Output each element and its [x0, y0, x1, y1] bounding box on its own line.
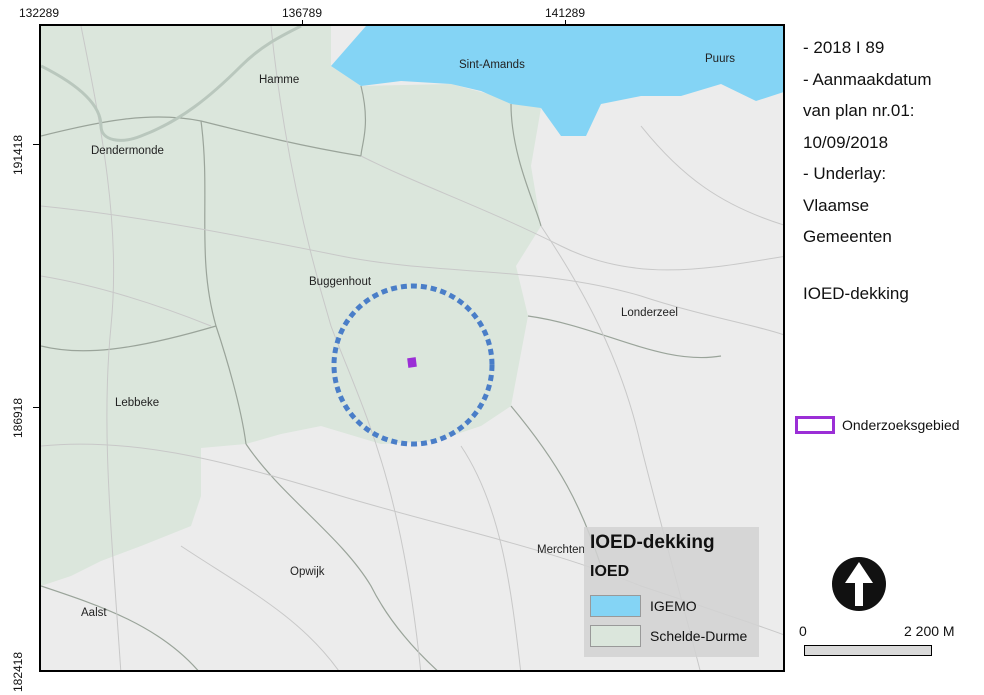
x-tick-label: 132289: [18, 6, 60, 20]
north-arrow-icon: [832, 557, 886, 611]
place-label: Aalst: [81, 607, 107, 619]
info-line: - Underlay:: [803, 164, 887, 183]
legend-subtitle: IOED: [590, 563, 630, 580]
info-line: - Aanmaakdatum: [803, 69, 932, 89]
place-label: Hamme: [259, 74, 300, 86]
ioed-coverage-title: IOED-dekking: [803, 284, 909, 303]
legend-swatch: [590, 595, 641, 617]
research-area-legend: Onderzoeksgebied: [795, 416, 960, 434]
info-line: 10/09/2018: [803, 132, 889, 152]
research-area-swatch: [795, 416, 835, 434]
place-label: Sint-Amands: [459, 59, 525, 71]
info-line: Gemeenten: [803, 227, 892, 246]
info-line: van plan nr.01:: [803, 101, 915, 120]
igemo-region: [331, 26, 783, 136]
place-label: Puurs: [705, 53, 736, 65]
buffer-circle: [331, 283, 495, 447]
x-tick-mark: [302, 20, 303, 26]
legend-item-label: IGEMO: [650, 598, 697, 614]
y-tick-label: 182418: [11, 651, 25, 693]
y-tick-label: 186918: [11, 397, 25, 439]
map-canvas: [41, 26, 783, 670]
y-tick-mark: [33, 144, 39, 145]
place-label: Buggenhout: [309, 276, 372, 288]
info-line: - 2018 I 89: [803, 38, 885, 57]
x-tick-label: 141289: [544, 6, 586, 20]
place-label: Merchten: [537, 544, 585, 556]
research-area-polygon: [407, 357, 417, 368]
place-label: Londerzeel: [621, 307, 678, 319]
y-tick-label: 191418: [11, 134, 25, 176]
x-tick-mark: [565, 20, 566, 26]
info-line: Vlaamse: [803, 195, 870, 215]
research-area-label: Onderzoeksgebied: [842, 417, 960, 433]
legend-title: IOED-dekking: [590, 532, 715, 553]
legend-item-label: Schelde-Durme: [650, 628, 748, 644]
place-label: Lebbeke: [115, 397, 160, 409]
scale-start-label: 0: [799, 623, 807, 639]
place-label: Opwijk: [290, 566, 325, 578]
legend-item-igemo: IGEMO: [590, 595, 697, 617]
scale-end-label: 2 200 M: [904, 623, 955, 639]
schelde-durme-region: [41, 26, 541, 586]
ioed-legend: IOED-dekking IOED IGEMO Schelde-Durme: [584, 527, 759, 657]
river: [41, 26, 302, 142]
legend-item-schelde-durme: Schelde-Durme: [590, 625, 747, 647]
legend-swatch: [590, 625, 641, 647]
y-tick-mark: [33, 407, 39, 408]
scale-bar: [804, 645, 932, 656]
place-label: Dendermonde: [91, 145, 164, 157]
map-info: - 2018 I 89 - Aanmaakdatum van plan nr.0…: [803, 32, 932, 253]
x-tick-label: 136789: [281, 6, 323, 20]
municipal-borders: [41, 85, 722, 670]
